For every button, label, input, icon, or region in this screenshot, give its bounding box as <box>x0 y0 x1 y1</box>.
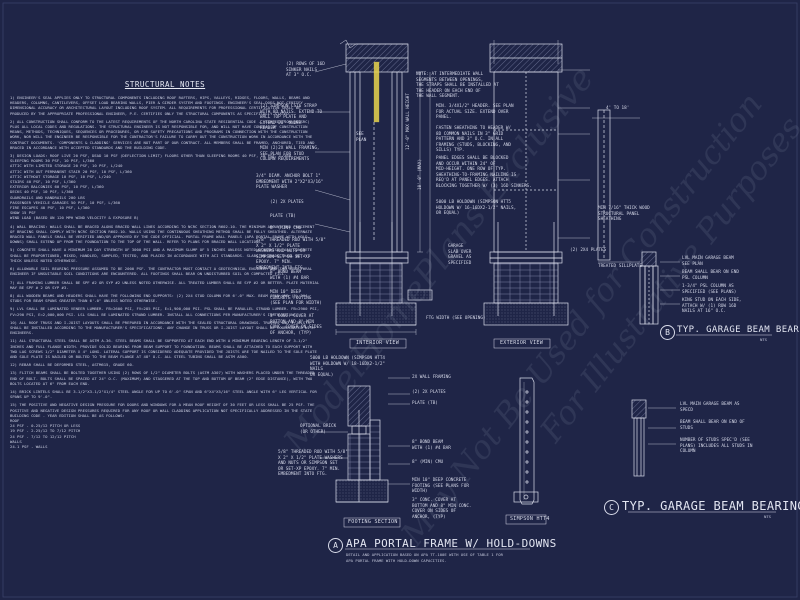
portal-title: APA PORTAL FRAME W/ HOLD-DOWNS <box>346 537 557 550</box>
exterior-plates-label: (2) 2x4 PLATES <box>570 248 607 253</box>
interior-ftg-width-label: FTG WIDTH (SEE OPENING) <box>426 316 486 321</box>
exterior-fasten-label: FASTEN SHEATHING TO HEADER W/ 8d COMMON … <box>436 126 512 154</box>
simpson-caption-box <box>505 514 547 525</box>
interior-anchor-bolt-label: 3/4" DIAM. ANCHOR BOLT 1" EMBEDMENT WITH… <box>256 174 324 191</box>
bearing-b-lvl-label: LVL MAIN GARAGE BEAM SEE PLAN <box>682 256 734 267</box>
note-11: 11) ALL STRUCTURAL STEEL SHALL BE ASTM A… <box>10 338 317 359</box>
note-7: 7) ALL FRAMING LUMBER SHALL BE SPF #2 OR… <box>10 279 320 290</box>
footing-plates-label: (2) 2x PLATES <box>412 390 446 395</box>
exterior-cmu <box>493 262 559 304</box>
note-3: 3) DESIGN LOADS: ROOF LIVE 20 PSF, DEAD … <box>10 153 292 221</box>
interior-plates-label: (2) 2x PLATES <box>270 200 304 205</box>
footing-caption-box <box>343 517 401 528</box>
portal-callout: A <box>328 538 343 553</box>
interior-view-caption: INTERIOR VIEW <box>356 340 400 346</box>
interior-strap <box>373 61 380 123</box>
footing-section-caption: FOOTING SECTION <box>348 519 398 525</box>
bearing-c-title: TYP. GARAGE BEAM BEARING <box>622 499 800 513</box>
interior-plate-tb-label: PLATE (TB) <box>270 214 296 219</box>
interior-see-plan-label: SEE PLAN <box>356 132 367 143</box>
footing-section-drawing <box>320 377 410 503</box>
bearing-c-callout: C <box>604 500 619 515</box>
exterior-view-drawing <box>483 40 640 326</box>
bearing-c-lvl-label: LVL MAIN GARAGE BEAM AS SPECD <box>680 402 740 413</box>
beam-bearing-c-drawing <box>631 399 676 477</box>
simpson-htt4-drawing <box>513 377 539 505</box>
exterior-holdown-label: 5000 LB HOLDOWN (SIMPSON HTT5 HOLDOWN W/… <box>436 200 517 217</box>
bearing-b-title: TYP. GARAGE BEAM BEARING <box>677 325 800 335</box>
note-4: 4) WALL BRACING: WALLS SHALL BE BRACED A… <box>10 223 315 245</box>
interior-footing-label: MIN 10" DEEP CONCRETE FOOTING (SEE PLAN … <box>270 290 322 307</box>
footing-plate-tb-label: PLATE (TB) <box>412 401 438 406</box>
interior-strap-label: (2) SIMPSON CS16 STRAP WITH 8d NAILS. EX… <box>260 104 323 132</box>
exterior-footing <box>483 302 569 326</box>
footing-wall-framing-label: 2x WALL FRAMING <box>412 375 451 380</box>
bearing-b-end-label: BEAM SHALL BEAR ON END PSL COLUMN <box>682 270 739 281</box>
bearing-b-callout: B <box>660 325 675 340</box>
interior-caption-box <box>349 338 407 349</box>
interior-footing <box>335 302 417 326</box>
beam-bearing-b-drawing <box>639 251 680 325</box>
footing-cmu-label: 8" (MIN) CMU <box>412 460 444 465</box>
footing-bond-beam-label: 8" BOND BEAM WITH (1) #4 BAR <box>412 440 451 451</box>
bearing-c-studs-label: NUMBER OF STUDS SPEC'D (SEE PLANS) INCLU… <box>680 438 753 455</box>
bearing-c-end-label: BEAM SHALL BEAR ON END OF STUDS <box>680 420 745 431</box>
interior-garage-slab-label: GARAGE SLAB OVER GRAVEL AS SPECIFIED <box>448 244 472 266</box>
interior-bond-beam-label: 8" BOND BEAM WITH (1) #4 BAR <box>270 270 309 281</box>
exterior-treated-label: TREATED SILLPLATE <box>598 264 642 269</box>
interior-cover-label: 3" CONC. COVER AT BOTTOM AND 8" MIN CONC… <box>270 314 322 336</box>
bearing-b-king-label: KING STUD ON EACH SIDE, ATTACH W/ (1) RO… <box>682 298 742 315</box>
interior-view-drawing <box>314 39 433 335</box>
footing-cover-label: 3" CONC. COVER AT BOTTOM AND 8" MIN CONC… <box>412 498 472 520</box>
note-8: 8) ALL WOODEN BEAMS AND HEADERS SHALL HA… <box>10 292 308 304</box>
exterior-view-caption: EXTERIOR VIEW <box>500 340 544 346</box>
interior-cmu-label: 8" (MIN) CMU <box>270 226 302 231</box>
exterior-caption-box <box>493 338 551 349</box>
interior-cmu <box>349 262 403 304</box>
footing-holdown-label: 5000 LB HOLDOWN (SIMPSON HTT4 WITH HOLDO… <box>310 356 386 378</box>
structural-notes: STRUCTURAL NOTES 1) ENGINEER'S SEAL APPL… <box>10 80 320 580</box>
exterior-sheathing-label: MIN. 3/4x1/2" HEADER. SEE PLAN FOR ACTUA… <box>436 104 514 121</box>
note-5: 5) CONCRETE SHALL HAVE A MINIMUM 28 DAY … <box>10 247 313 263</box>
portal-subtitle-2: APA PORTAL FRAME WITH HOLD-DOWN CAPACITI… <box>346 558 447 563</box>
exterior-dim-top-label: 4' TO 18' <box>606 106 630 111</box>
exterior-blocked-label: PANEL EDGES SHALL BE BLOCKED AND OCCUR W… <box>436 156 532 189</box>
footing-threaded-rod-label: 5/8" THREADED ROD WITH 5/8" x 2" x 1/2" … <box>278 450 348 478</box>
note-14: 14) BRICK LINTELS SHALL BE 3-1/2"x3-1/2"… <box>10 388 317 400</box>
note-15: 15) THE POSITIVE AND NEGATIVE DESIGN PRE… <box>10 402 315 449</box>
bearing-b-psl-label: 1-3/4" PSL COLUMN AS SPECIFIED (SEE PLAN… <box>682 284 737 295</box>
note-13: 13) FLITCH BEAMS SHALL BE BOLTED TOGETHE… <box>10 370 315 386</box>
exterior-note-label: NOTE: AT INTERMEDIATE WALL SEGMENTS BETW… <box>416 72 499 100</box>
portal-subtitle-1: DETAIL AND APPLICATION BASED ON APA TT-1… <box>346 552 503 557</box>
interior-threaded-rod-label: 5/8" THREADED ROD WITH 5/8" x 2" x 1/2" … <box>256 238 326 271</box>
footing-footing-label: MIN 10" DEEP CONCRETE FOOTING (SEE PLANS… <box>412 478 469 495</box>
interior-height-dim-label: 10'-0" (MAX) <box>418 158 423 190</box>
simpson-htt4-caption: SIMPSON HTT4 <box>510 516 550 522</box>
footing-optional-brick-label: OPTIONAL BRICK (OR OTHER) <box>300 424 337 435</box>
note-10: 10) ALL ROOF TRUSS AND I-JOIST LAYOUTS S… <box>10 319 315 336</box>
notes-title: STRUCTURAL NOTES <box>124 80 206 89</box>
bearing-c-scale: NTS <box>764 514 772 519</box>
note-9: 9) LVL SHALL BE LAMINATED VENEER LUMBER.… <box>10 306 320 317</box>
bearing-b-scale: NTS <box>760 337 768 342</box>
note-1: 1) ENGINEER'S SEAL APPLIES ONLY TO STRUC… <box>10 95 310 116</box>
note-12: 12) REBAR SHALL BE DEFORMED STEEL, ASTM6… <box>10 362 135 368</box>
interior-sinker-nails-label: (2) ROWS OF 16d SINKER NAILS AT 3" O.C. <box>286 62 325 79</box>
interior-framing-label: MIN (2)2x WALL FRAMING, SEE PLAN FOR STU… <box>260 146 320 163</box>
interior-wall-height-label: 12'-0" MAX WALL HEIGHT <box>406 93 411 150</box>
exterior-osb-label: MIN 7/16" THICK WOOD STRUCTURAL PANEL SH… <box>598 206 650 223</box>
note-6: 6) ALLOWABLE SOIL BEARING PRESSURE ASSUM… <box>10 266 313 277</box>
note-2: 2) ALL CONSTRUCTION SHALL CONFORM TO THE… <box>10 118 315 150</box>
